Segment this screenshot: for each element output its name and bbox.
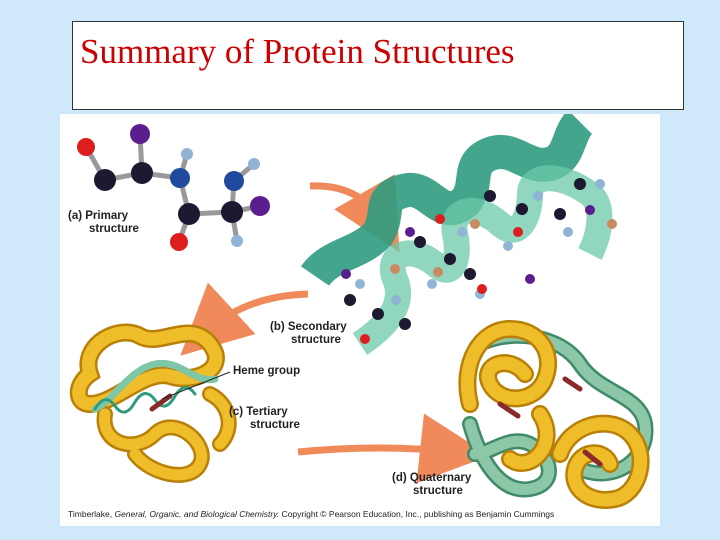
arrow-secondary-to-tertiary xyxy=(180,282,309,356)
quaternary-structure xyxy=(458,319,654,509)
quaternary-structure-label: (d) Quaternary structure xyxy=(392,472,472,497)
tertiary-structure-label: (c) Tertiary structure xyxy=(229,406,300,431)
protein-structure-figure: (a) Primary structure (b) Secondary stru… xyxy=(60,114,660,526)
heme-group-label: Heme group xyxy=(233,365,301,377)
slide-title: Summary of Protein Structures xyxy=(80,32,515,71)
tertiary-structure xyxy=(69,323,237,483)
arrow-tertiary-to-quaternary xyxy=(297,413,490,484)
title-box: Summary of Protein Structures xyxy=(72,21,684,110)
primary-structure-molecule xyxy=(77,124,270,251)
primary-structure-label: (a) Primary structure xyxy=(68,210,139,235)
secondary-structure-label: (b) Secondary structure xyxy=(270,321,347,346)
figure-illustration xyxy=(69,114,654,509)
figure-credit: Timberlake, General, Organic, and Biolog… xyxy=(68,509,555,519)
secondary-structure-helix xyxy=(300,114,617,355)
heme-pointer-line xyxy=(161,371,231,400)
